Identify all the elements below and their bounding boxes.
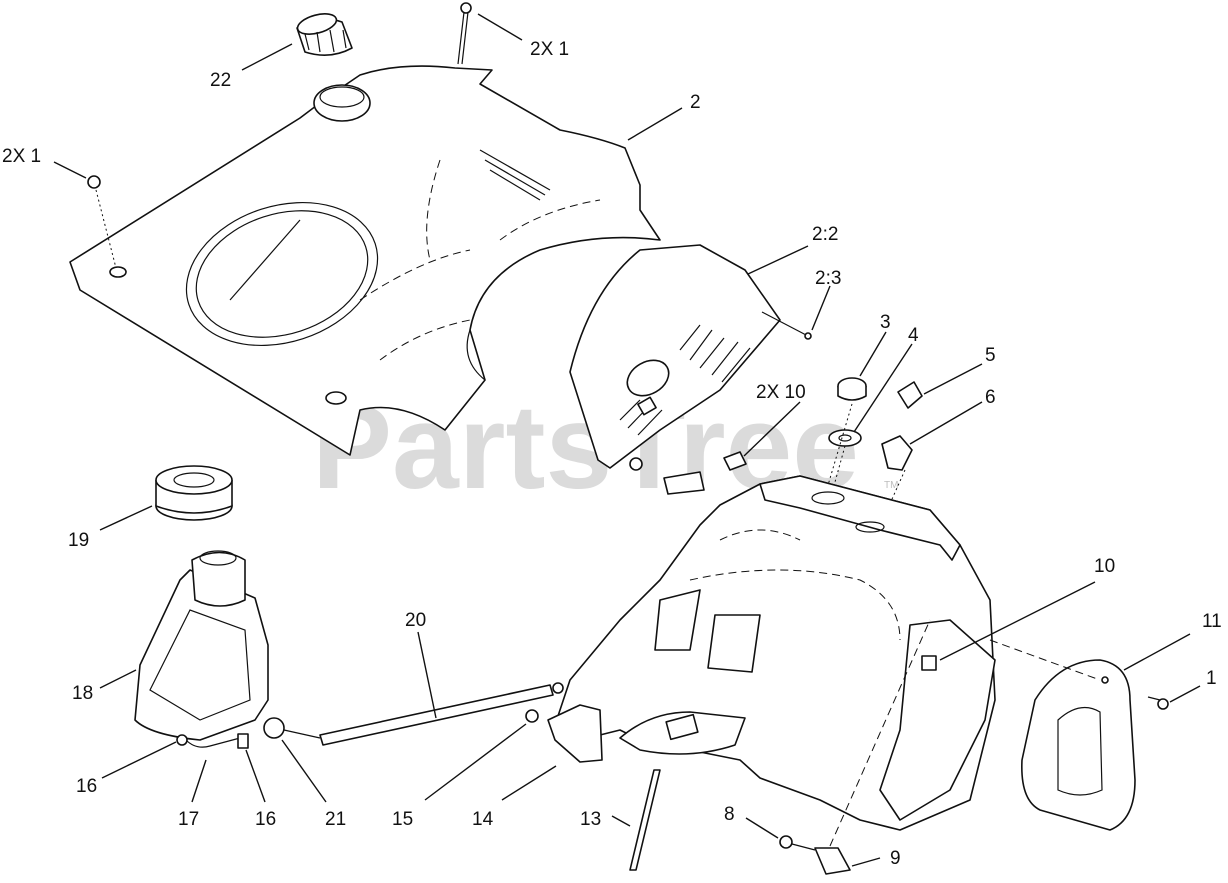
- fuel-cap-part: [296, 13, 371, 122]
- callout-2x1-left: 2X 1: [2, 146, 41, 167]
- rear-screw-part: [1147, 696, 1169, 710]
- callout-labels: 22 2X 1 2X 1 2 2:2 2:3 3 4 5 6 2X 10 19 …: [2, 39, 1222, 869]
- callout-21: 21: [325, 809, 346, 830]
- bolt-part-8: [779, 835, 816, 851]
- fuel-tank-seal-part: [155, 465, 233, 521]
- key-part: [897, 381, 923, 409]
- clip-part-right: [921, 655, 937, 671]
- callout-6: 6: [985, 387, 996, 408]
- fuel-line-part: [176, 682, 564, 749]
- callout-5: 5: [985, 345, 996, 366]
- callout-9: 9: [890, 848, 901, 869]
- callout-15: 15: [392, 809, 413, 830]
- leader-lines: [53, 13, 1201, 867]
- callout-1: 1: [1206, 668, 1217, 689]
- callout-2-3: 2:3: [815, 268, 841, 289]
- fuel-tank-part: [134, 550, 269, 741]
- clip-part: [629, 451, 747, 495]
- callout-8: 8: [724, 804, 735, 825]
- grommet-part: [837, 377, 867, 401]
- louvered-panel-part: [569, 244, 781, 469]
- callout-20: 20: [405, 610, 426, 631]
- callout-19: 19: [68, 530, 89, 551]
- lower-housing-part: [554, 475, 996, 831]
- callout-2x10: 2X 10: [756, 382, 806, 403]
- rod-part-13: [629, 769, 661, 871]
- bolt-part-15: [525, 709, 539, 723]
- callout-17: 17: [178, 809, 199, 830]
- callout-16-left: 16: [76, 776, 97, 797]
- screw-part-left: [87, 175, 117, 269]
- callout-4: 4: [908, 325, 919, 346]
- callout-2: 2: [690, 92, 701, 113]
- callout-14: 14: [472, 809, 494, 830]
- callout-13: 13: [580, 809, 601, 830]
- callout-11: 11: [1202, 611, 1222, 632]
- clip-part-9: [814, 847, 851, 875]
- upper-shroud-part: [69, 65, 661, 456]
- watermark-trademark: TM: [884, 480, 898, 491]
- callout-16-right: 16: [255, 809, 276, 830]
- callout-2x1-top: 2X 1: [530, 39, 569, 60]
- screw-part-top: [457, 2, 472, 65]
- rear-cover-part: [1021, 659, 1136, 831]
- callout-10: 10: [1094, 556, 1115, 577]
- switch-part: [881, 435, 913, 471]
- callout-3: 3: [880, 312, 891, 333]
- callout-22: 22: [210, 70, 231, 91]
- panel-screw-part: [761, 311, 812, 340]
- callout-18: 18: [72, 683, 93, 704]
- bracket-part-14: [547, 704, 603, 763]
- callout-2-2: 2:2: [812, 224, 838, 245]
- washer-part: [828, 429, 862, 447]
